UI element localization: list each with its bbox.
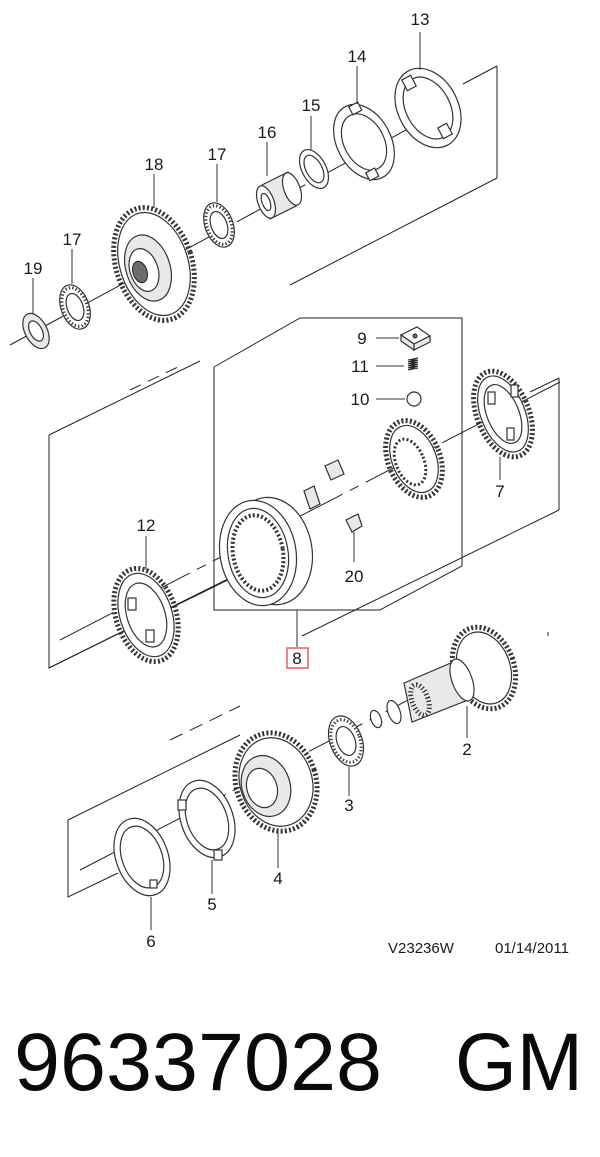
drawing-code: V23236W (388, 940, 455, 957)
callout-5[interactable]: 5 (207, 895, 216, 914)
part-9-shift-key (399, 326, 432, 352)
upper-panel-frame (34, 65, 498, 340)
part-number: 96337028 (14, 1017, 382, 1108)
part-11-spring (407, 357, 419, 371)
callout-16[interactable]: 16 (258, 123, 277, 142)
assembly-8-frame (213, 317, 463, 611)
callout-11[interactable]: 11 (351, 357, 369, 376)
part-12-synchro-ring (111, 565, 181, 665)
part-17-needle-bearing-lower (59, 284, 91, 330)
callout-13[interactable]: 13 (411, 10, 430, 29)
part-6-synchro-ring (113, 817, 171, 897)
callout-2[interactable]: 2 (462, 740, 471, 759)
part-5-synchro-ring (177, 779, 236, 861)
leader-lines (32, 32, 501, 930)
part-15-washer (298, 149, 330, 189)
callout-12[interactable]: 12 (137, 516, 156, 535)
part-sync-hub (383, 418, 445, 500)
part-16-sleeve (255, 171, 303, 220)
callout-3[interactable]: 3 (344, 796, 353, 815)
part-7-synchro-ring (471, 368, 535, 460)
part-sleeve-large (218, 496, 314, 607)
callout-17-lower[interactable]: 17 (63, 230, 82, 249)
callout-20[interactable]: 20 (345, 567, 364, 586)
callout-6[interactable]: 6 (146, 932, 155, 951)
lower-panel-frame (67, 632, 549, 898)
part-17-needle-bearing-upper (203, 202, 235, 248)
callout-15[interactable]: 15 (302, 96, 321, 115)
callout-14[interactable]: 14 (348, 47, 367, 66)
part-4-gear (232, 730, 320, 834)
part-19-washer (22, 312, 50, 350)
callout-labels: 13 14 15 16 17 18 17 19 9 11 10 7 12 20 … (24, 10, 505, 951)
callout-9[interactable]: 9 (357, 329, 366, 348)
callout-17-upper[interactable]: 17 (208, 145, 227, 164)
assembly-8-highlight-box (286, 647, 309, 669)
drawing-date: 01/14/2011 (495, 940, 569, 957)
callout-7[interactable]: 7 (495, 482, 504, 501)
part-14-synchro-ring (333, 101, 395, 182)
callout-18[interactable]: 18 (145, 155, 164, 174)
callout-4[interactable]: 4 (273, 869, 282, 888)
callout-19[interactable]: 19 (24, 259, 43, 278)
part-3-needle-bearing (327, 715, 365, 767)
callout-8[interactable]: 8 (292, 649, 301, 668)
part-2-shaft-gear (369, 624, 519, 729)
part-13-synchro-ring (394, 67, 462, 149)
part-10-ball (406, 391, 422, 407)
callout-10[interactable]: 10 (351, 390, 370, 409)
part-18-gear (111, 205, 197, 323)
part-shift-keys-small (303, 459, 363, 533)
brand-name: GM (455, 1017, 583, 1108)
